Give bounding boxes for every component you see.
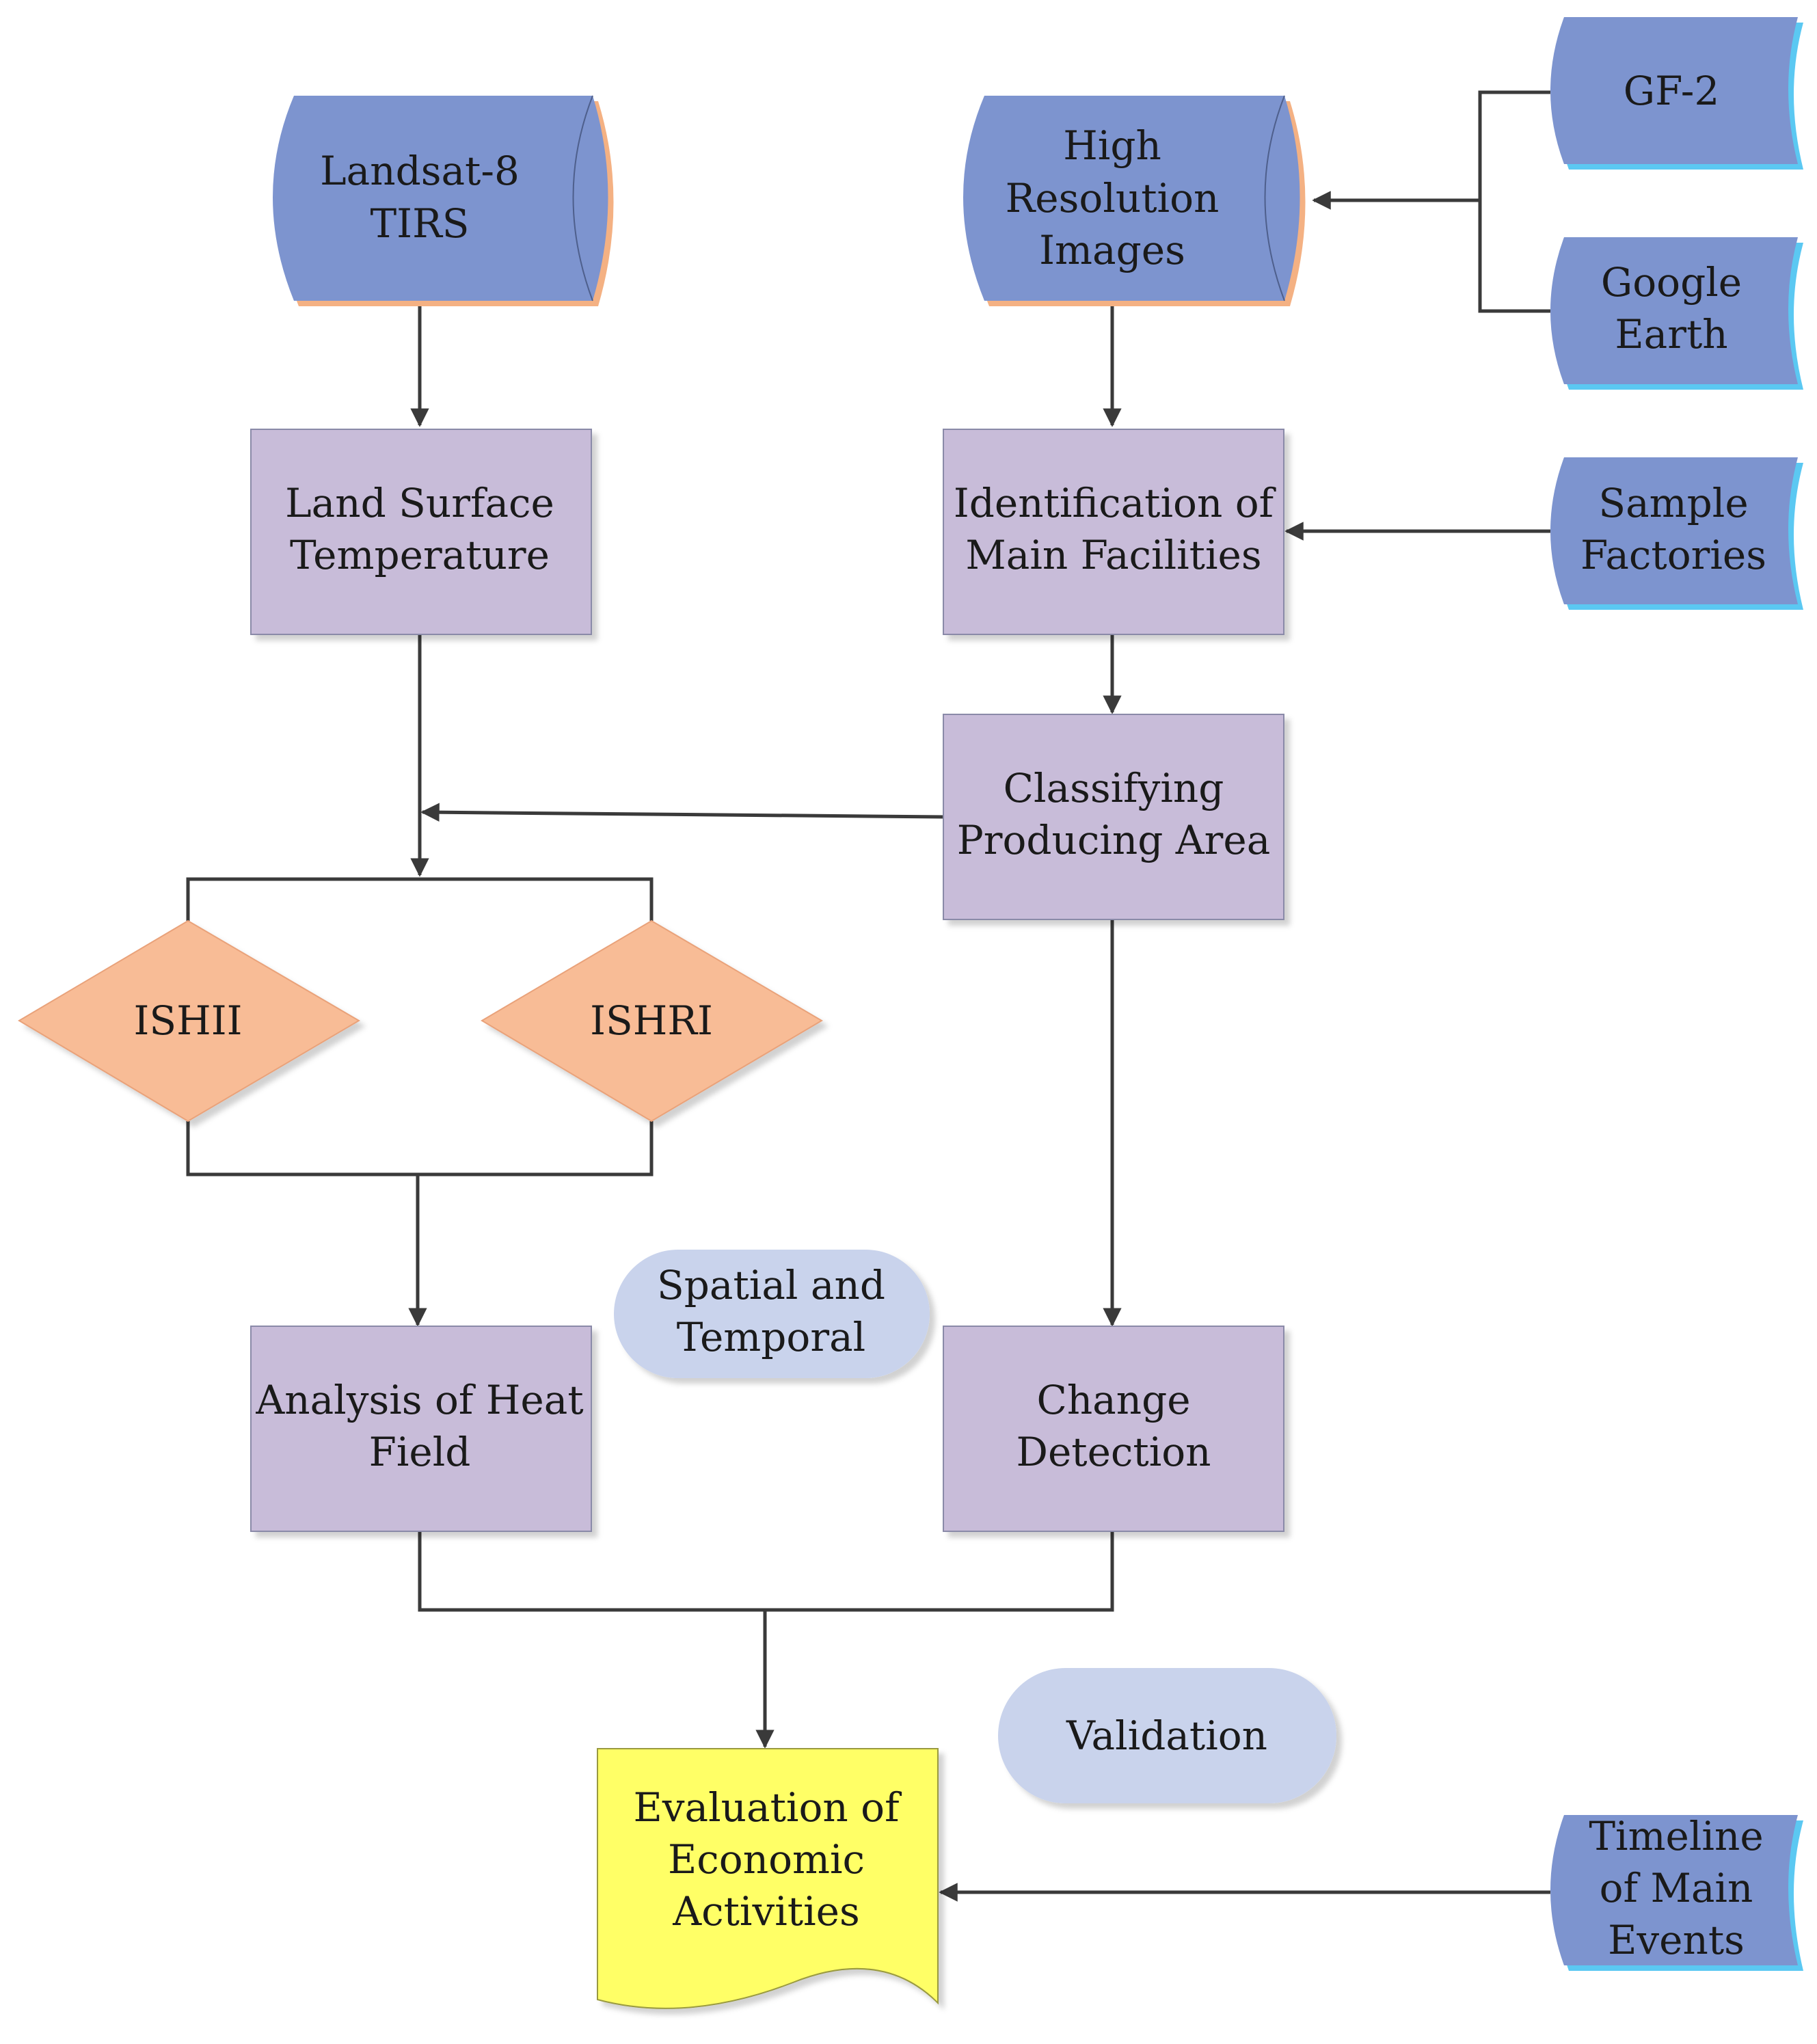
node-highres-label-2: Resolution (1006, 175, 1220, 221)
node-classifying-producing-area: Classifying Producing Area (943, 714, 1284, 920)
node-spatial-temporal-label-2: Temporal (677, 1314, 865, 1360)
node-landsat-label-2: TIRS (371, 200, 470, 247)
node-identification-label-1: Identification of (954, 480, 1276, 526)
node-ishri: ISHRI (481, 919, 823, 1122)
node-heat-field-label-1: Analysis of Heat (255, 1377, 583, 1423)
node-highres-label-3: Images (1039, 227, 1185, 273)
node-google-earth: Google Earth (1550, 237, 1803, 390)
node-ishii-label: ISHII (133, 997, 242, 1044)
node-spatial-temporal-label-1: Spatial and (657, 1262, 885, 1308)
connectors (186, 90, 1550, 1902)
node-ishii: ISHII (18, 919, 360, 1122)
node-land-surface-temperature: Land Surface Temperature (250, 429, 592, 635)
node-spatial-and-temporal: Spatial and Temporal (614, 1250, 930, 1378)
node-timeline-main-events: Timeline of Main Events (1550, 1813, 1803, 1971)
node-change-detection: Change Detection (943, 1326, 1284, 1532)
edge-classifying-to-lst-line (420, 803, 945, 822)
node-gf2: GF-2 (1550, 17, 1803, 170)
edge-results-bracket (418, 1531, 1114, 1612)
node-evaluation-economic-activities: Evaluation of Economic Activities (597, 1748, 939, 2009)
node-heat-field-label-2: Field (369, 1429, 471, 1475)
node-google-earth-label-1: Google (1601, 259, 1742, 306)
node-validation-label: Validation (1066, 1712, 1267, 1759)
node-lst-label-2: Temperature (290, 532, 550, 578)
edge-split-bracket (186, 877, 654, 921)
node-timeline-label-3: Events (1608, 1917, 1745, 1963)
node-sample-factories: Sample Factories (1550, 457, 1803, 610)
node-identification-label-2: Main Facilities (965, 532, 1261, 578)
node-classifying-label-1: Classifying (1004, 765, 1224, 811)
node-evaluation-label-2: Economic (668, 1836, 865, 1883)
node-gf2-label: GF-2 (1624, 68, 1719, 114)
edge-gf2-bracket (1478, 90, 1550, 313)
node-evaluation-label-3: Activities (672, 1888, 860, 1935)
node-change-detection-label-2: Detection (1016, 1429, 1211, 1475)
node-timeline-label-2: of Main (1600, 1865, 1753, 1911)
edge-merge-bracket (186, 1121, 654, 1176)
node-highres-label-1: High (1063, 122, 1161, 169)
node-landsat-label-1: Landsat-8 (320, 148, 520, 194)
node-high-resolution-images: High Resolution Images (963, 95, 1306, 306)
node-analysis-of-heat-field: Analysis of Heat Field (250, 1326, 592, 1532)
node-identification-main-facilities: Identification of Main Facilities (943, 429, 1284, 635)
node-landsat-tirs: Landsat-8 TIRS (273, 95, 614, 306)
node-timeline-label-1: Timeline (1589, 1813, 1763, 1859)
node-classifying-label-2: Producing Area (957, 817, 1271, 863)
node-lst-label-1: Land Surface (285, 480, 554, 526)
node-sample-factories-label-1: Sample (1598, 480, 1748, 526)
node-google-earth-label-2: Earth (1615, 311, 1727, 358)
node-ishri-label: ISHRI (590, 997, 713, 1044)
node-change-detection-label-1: Change (1036, 1377, 1190, 1423)
node-evaluation-label-1: Evaluation of (633, 1784, 902, 1831)
node-sample-factories-label-2: Factories (1580, 532, 1766, 578)
node-validation: Validation (998, 1668, 1336, 1803)
